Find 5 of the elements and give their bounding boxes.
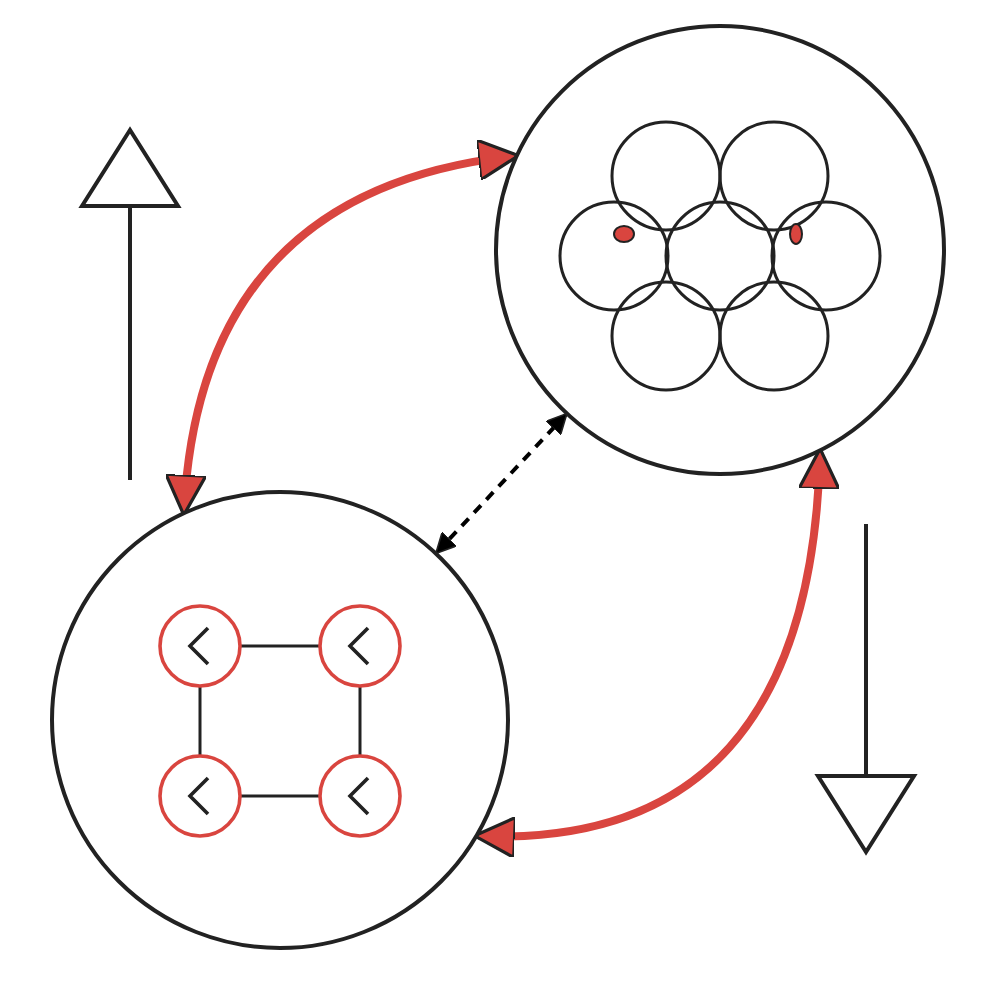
arrow [473,447,840,858]
arrow [435,412,568,555]
circle-node [50,490,510,950]
arrow [165,140,521,517]
circle-node [494,24,946,476]
